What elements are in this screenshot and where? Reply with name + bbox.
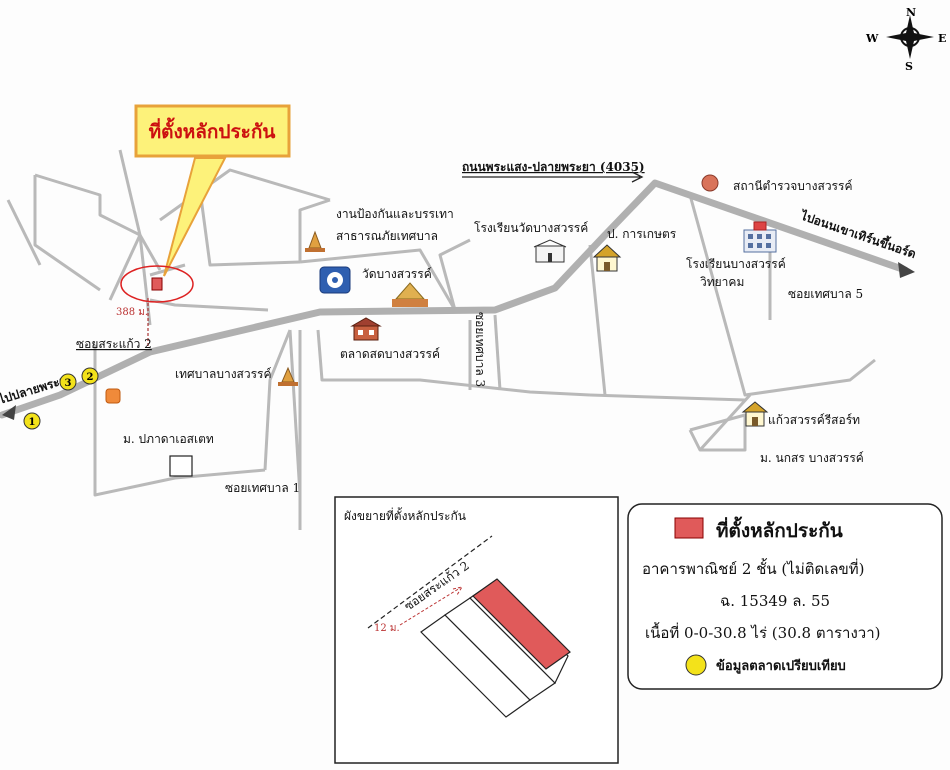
school-bang-label-2: วิทยาคม — [700, 275, 745, 289]
distance-388: 388 ม. — [116, 307, 148, 318]
legend-collateral-swatch — [674, 517, 704, 539]
compass-rose-icon — [886, 15, 934, 59]
svg-text:1: 1 — [29, 417, 36, 428]
soi5-label: ซอยเทศบาล 5 — [788, 287, 863, 301]
legend-box — [627, 503, 943, 690]
wat-label: วัดบางสวรรค์ — [362, 267, 432, 281]
estate-block — [169, 455, 193, 477]
comparison-marker-1: 1 — [23, 412, 41, 430]
soi3-label: ซอยเทศบาล 3 — [473, 312, 487, 387]
temple-icon — [392, 282, 428, 307]
legend-line2: ฉ. 15349 ล. 55 — [720, 592, 830, 610]
legend-line1: อาคารพาณิชย์ 2 ชั้น (ไม่ติดเลขที่) — [642, 558, 865, 578]
school-building-icon — [743, 221, 777, 253]
estate-label: ม. ปภาดาเอสเตท — [123, 432, 214, 446]
arrow-left-icon — [2, 405, 16, 420]
soi-sra-kaew-label: ซอยสระแก้ว 2 — [76, 337, 152, 351]
resort-label: แก้วสวรรค์รีสอร์ท — [768, 413, 860, 427]
disaster-label-2: สาธารณภัยเทศบาล — [336, 229, 438, 243]
municipality-label: เทศบาลบางสวรรค์ — [175, 367, 272, 381]
resort-house-icon — [741, 401, 769, 427]
inset-distance: 12 ม. — [374, 623, 400, 634]
collateral-highlight — [120, 265, 194, 303]
orange-marker-icon — [105, 388, 121, 404]
main-road-label: ถนนพระแสง-ปลายพระยา (4035) — [462, 160, 645, 174]
comparison-marker-2: 2 — [81, 367, 99, 385]
callout-title: ที่ตั้งหลักประกัน — [149, 117, 276, 143]
market-icon — [350, 317, 382, 341]
inset-road-line — [367, 535, 493, 629]
compass-w: W — [865, 32, 879, 45]
legend-comparison-icon — [685, 654, 707, 676]
disaster-label-1: งานป้องกันและบรรเทา — [336, 207, 454, 221]
school-bang-label: โรงเรียนบางสวรรค์ — [686, 257, 786, 271]
nakson-label: ม. นกสร บางสวรรค์ — [760, 451, 864, 465]
legend-comparison: ข้อมูลตลาดเปรียบเทียบ — [716, 658, 846, 674]
post-office-label: ป. การเกษตร — [607, 227, 677, 241]
road-pointer-arrow-icon — [462, 171, 644, 183]
school-icon — [533, 239, 567, 263]
compass-s: S — [905, 60, 913, 73]
school-wat-label: โรงเรียนวัดบางสวรรค์ — [474, 221, 588, 235]
soi1-label: ซอยเทศบาล 1 — [225, 481, 300, 495]
collateral-marker — [151, 277, 163, 291]
police-station-icon — [701, 174, 719, 192]
market-label: ตลาดสดบางสวรรค์ — [340, 347, 440, 361]
callout-box — [134, 104, 291, 158]
house-icon — [592, 244, 622, 272]
inset-title: ผังขยายที่ตั้งหลักประกัน — [344, 507, 466, 523]
buddhism-sign-icon — [319, 266, 351, 294]
temple-small-icon — [305, 230, 325, 252]
legend-title: ที่ตั้งหลักประกัน — [716, 516, 843, 542]
police-label: สถานีตำรวจบางสวรรค์ — [733, 179, 852, 193]
svg-text:2: 2 — [87, 372, 94, 383]
temple-municipality-icon — [278, 366, 298, 386]
arrow-right-icon — [898, 262, 915, 278]
inset-arrow-icon — [399, 586, 464, 626]
inset-collateral-plot — [472, 578, 571, 670]
legend-line3: เนื้อที่ 0-0-30.8 ไร่ (30.8 ตารางวา) — [645, 622, 881, 642]
svg-text:3: 3 — [65, 378, 72, 389]
callout-pointer — [163, 157, 227, 277]
secondary-roads — [6, 149, 876, 530]
compass-e: E — [938, 32, 946, 45]
comparison-marker-3: 3 — [59, 373, 77, 391]
compass-n: N — [906, 6, 916, 19]
